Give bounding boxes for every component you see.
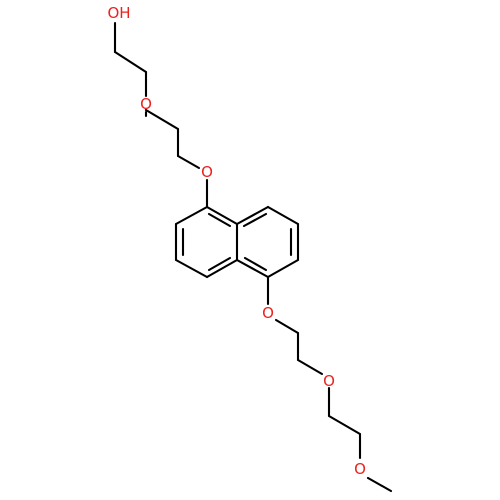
hydroxyl-label: OH [107,4,130,22]
bond-ring-a-double3 [207,212,232,228]
bond-c1-c2 [113,50,148,74]
bond-ring-b2 [266,205,300,226]
bond-c7-c8 [327,414,362,436]
bond-ring-b5 [235,258,270,279]
bond-ring-b-double1 [242,212,268,228]
bond-ring-a4 [205,258,239,279]
aryl-ether-oxygen-bottom-label: O [262,304,274,322]
aryl-ether-oxygen-top-label: O [201,163,213,181]
bond-o3-c5 [274,318,300,335]
bond-o5-ch3 [366,476,393,493]
bond-layer [113,21,393,493]
bond-ring-a5 [205,205,239,226]
bond-ring-a1 [174,205,209,226]
bond-ring-a3 [174,258,209,279]
bond-ring-a-double2 [207,256,232,272]
methoxy-oxygen-label: O [354,460,366,478]
ether-oxygen-2-label: O [323,372,335,390]
bond-c4-o2 [176,154,201,170]
bond-ring-b-double3 [243,256,268,272]
bond-o1-c3b [144,108,180,131]
bond-ring-b1 [235,205,270,226]
ether-oxygen-1-label: O [140,95,152,113]
bond-c6-o4 [296,358,324,376]
atom-label-layer: OH O O O O O [107,4,365,478]
bond-ring-b4 [266,258,300,279]
